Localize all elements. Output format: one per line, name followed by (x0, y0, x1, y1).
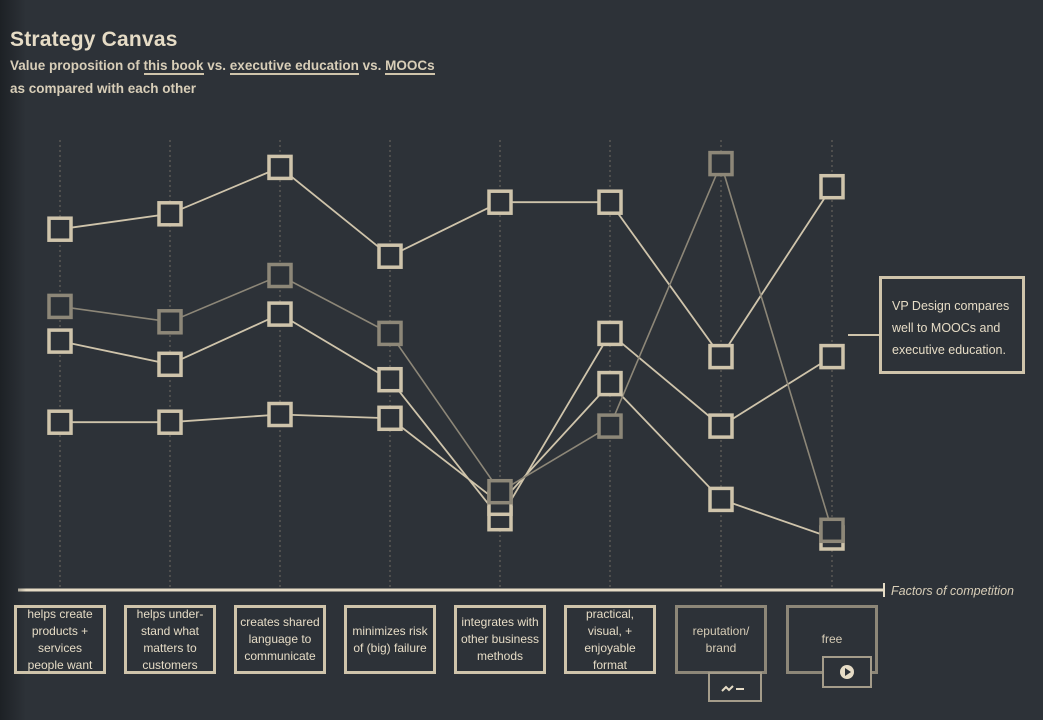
subtitle-moocs: MOOCs (385, 58, 435, 75)
data-point-marker (597, 189, 623, 215)
data-point-marker (377, 320, 403, 347)
data-point-marker (267, 301, 293, 327)
data-point-marker (47, 328, 73, 354)
factor-label: practical, visual, + enjoyable format (564, 605, 656, 674)
data-point-marker (708, 150, 734, 177)
data-point-marker (377, 405, 403, 432)
data-point-marker (47, 216, 73, 242)
certificate-glyph (721, 685, 744, 692)
data-point-marker (267, 401, 293, 428)
data-point-marker (47, 293, 73, 320)
factor-label: minimizes risk of (big) failure (344, 605, 436, 674)
series-lines (59, 161, 833, 539)
factor-label: creates shared language to communicate (234, 605, 326, 674)
factor-label: integrates with other business methods (454, 605, 546, 674)
data-point-marker (708, 486, 734, 513)
data-point-marker (819, 173, 845, 200)
data-point-marker (597, 413, 623, 439)
certificate-icon (708, 672, 762, 702)
subtitle-executive-education: executive education (229, 58, 359, 75)
data-point-marker (157, 409, 183, 435)
series-line (60, 382, 833, 539)
x-axis-label: Factors of competition (891, 584, 1014, 598)
series-markers (47, 150, 845, 551)
data-point-marker (597, 320, 623, 347)
series-line (59, 313, 833, 521)
data-point-marker (597, 370, 623, 397)
data-point-marker (487, 478, 513, 505)
series-line (59, 161, 833, 531)
data-point-marker (708, 343, 734, 370)
data-point-marker (708, 413, 734, 439)
series-line (59, 166, 833, 359)
chart-title: Strategy Canvas (10, 28, 178, 51)
data-point-marker (157, 201, 183, 227)
subtitle-this-book: this book (143, 58, 204, 75)
data-point-marker (47, 409, 73, 435)
data-point-marker (377, 366, 403, 393)
data-point-marker (157, 309, 183, 335)
data-point-marker (377, 243, 403, 269)
chart-subtitle: Value proposition of this book vs. execu… (10, 58, 435, 75)
callout-box: VP Design compares well to MOOCs and exe… (879, 276, 1025, 374)
data-point-marker (267, 262, 293, 289)
play-glyph (840, 665, 854, 679)
factor-label: reputation/ brand (675, 605, 767, 674)
factor-label: helps under-stand what matters to custom… (124, 605, 216, 674)
chart-subtitle-line2: as compared with each other (10, 81, 197, 96)
data-point-marker (157, 351, 183, 378)
data-point-marker (267, 154, 293, 181)
data-point-marker (819, 517, 845, 544)
data-point-marker (487, 189, 513, 215)
factor-label: helps create products + services people … (14, 605, 106, 674)
data-point-marker (819, 343, 845, 370)
video-play-icon (822, 656, 872, 688)
